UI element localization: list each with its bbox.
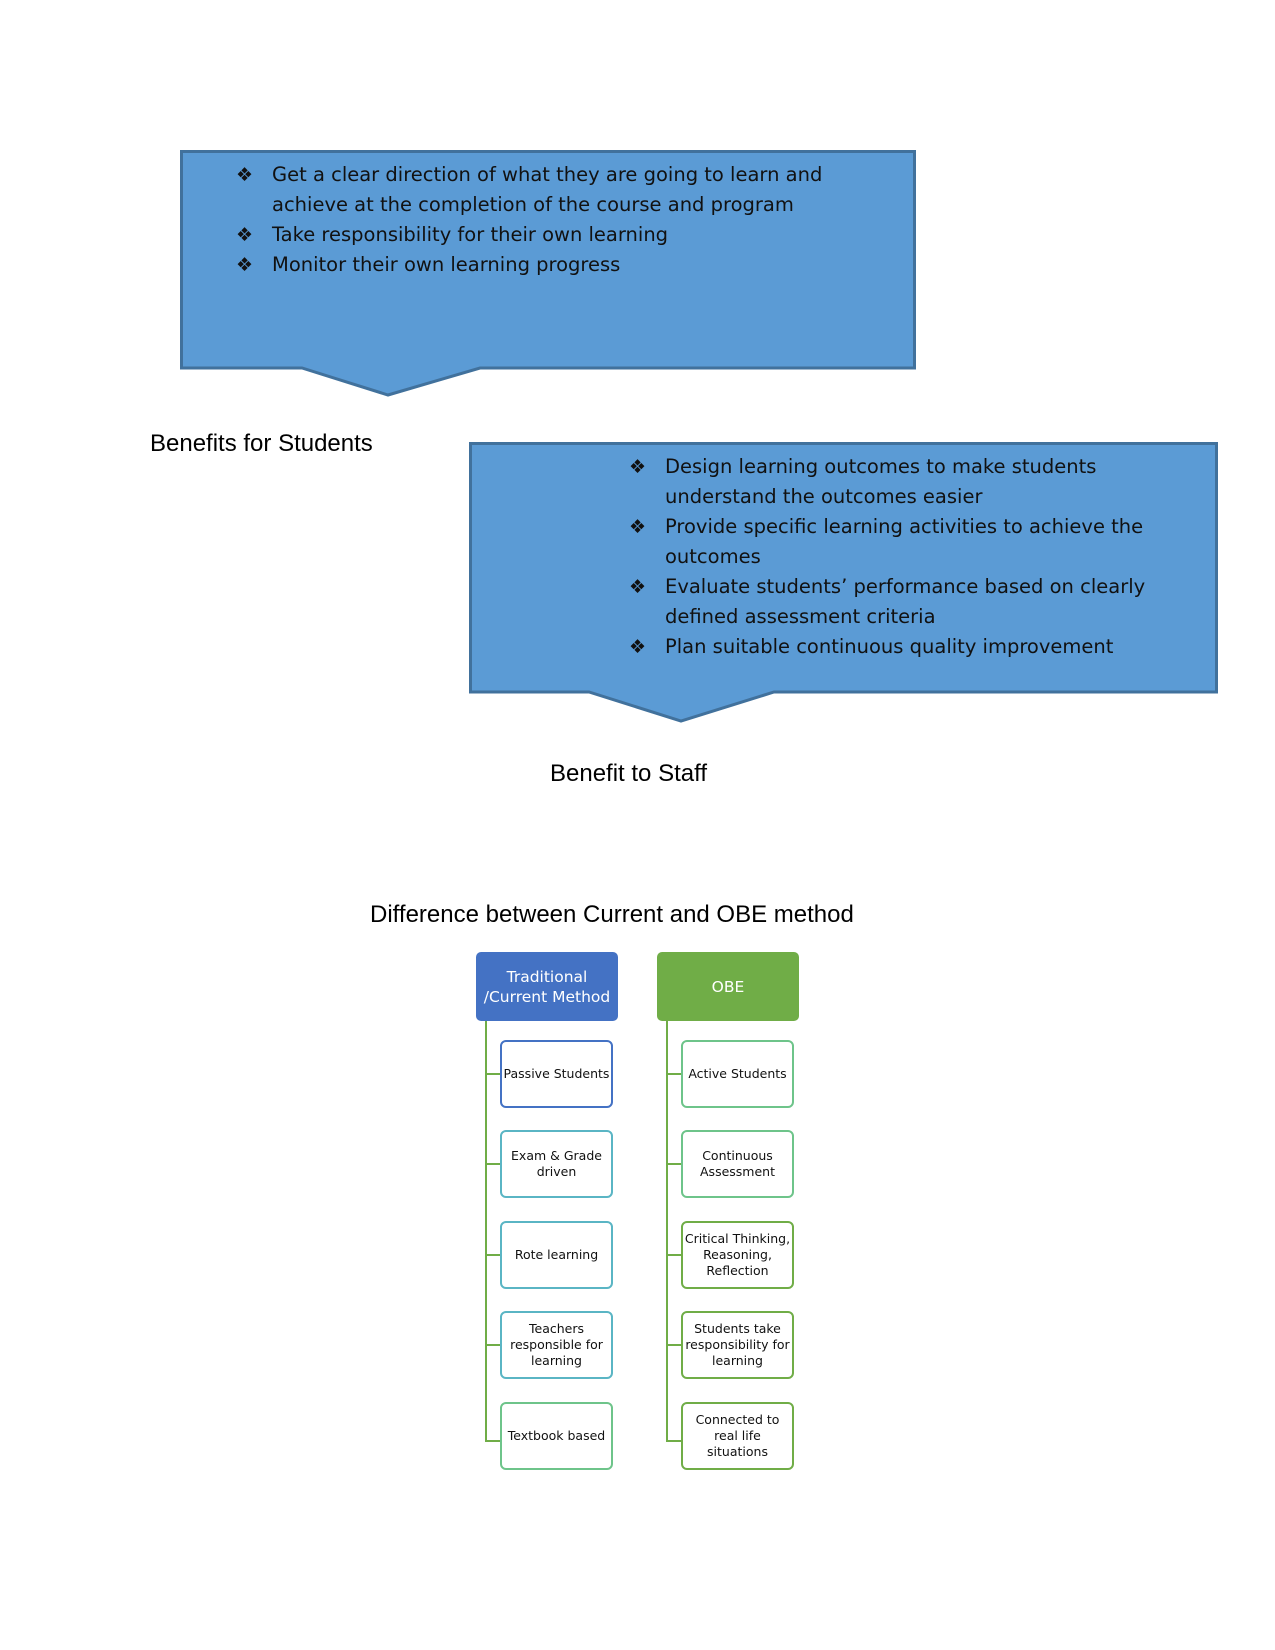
- tree-branch: [666, 1440, 681, 1442]
- obe-item: Critical Thinking, Reasoning, Reflection: [681, 1221, 794, 1289]
- callout-shape: [180, 150, 916, 397]
- list-item: ❖Plan suitable continuous quality improv…: [629, 632, 1199, 662]
- tree-branch: [666, 1073, 681, 1075]
- obe-item: Connected to real life situations: [681, 1402, 794, 1470]
- obe-header: OBE: [657, 952, 799, 1021]
- traditional-method-header: Traditional /Current Method: [476, 952, 618, 1021]
- diamond-bullet-icon: ❖: [236, 224, 254, 246]
- staff-benefits-callout: ❖Design learning outcomes to make studen…: [469, 442, 1218, 727]
- list-item: ❖ Take responsibility for their own lear…: [236, 220, 856, 250]
- obe-item: Students take responsibility for learnin…: [681, 1311, 794, 1379]
- traditional-tree-connector: [485, 1021, 487, 1442]
- list-item: ❖Design learning outcomes to make studen…: [629, 452, 1199, 512]
- list-item: ❖Get a clear direction of what they are …: [236, 160, 856, 220]
- students-benefits-list: ❖Get a clear direction of what they are …: [236, 160, 856, 280]
- obe-item: Active Students: [681, 1040, 794, 1108]
- traditional-item: Teachers responsible for learning: [500, 1311, 613, 1379]
- staff-heading: Benefit to Staff: [550, 760, 707, 787]
- traditional-item: Passive Students: [500, 1040, 613, 1108]
- tree-branch: [485, 1073, 500, 1075]
- comparison-title: Difference between Current and OBE metho…: [370, 901, 854, 928]
- tree-branch: [485, 1254, 500, 1256]
- diamond-bullet-icon: ❖: [629, 516, 647, 538]
- tree-branch: [485, 1344, 500, 1346]
- list-item: ❖Provide specific learning activities to…: [629, 512, 1199, 572]
- tree-branch: [666, 1344, 681, 1346]
- diamond-bullet-icon: ❖: [629, 576, 647, 598]
- diamond-bullet-icon: ❖: [236, 254, 254, 276]
- diamond-bullet-icon: ❖: [629, 456, 647, 478]
- tree-branch: [485, 1163, 500, 1165]
- traditional-item: Exam & Grade driven: [500, 1130, 613, 1198]
- traditional-item: Rote learning: [500, 1221, 613, 1289]
- tree-branch: [666, 1254, 681, 1256]
- diamond-bullet-icon: ❖: [629, 636, 647, 658]
- students-benefits-callout: ❖Get a clear direction of what they are …: [180, 150, 916, 405]
- tree-branch: [485, 1440, 500, 1442]
- obe-item: Continuous Assessment: [681, 1130, 794, 1198]
- callout-shape: [469, 442, 1218, 723]
- students-heading: Benefits for Students: [150, 430, 373, 457]
- staff-benefits-list: ❖Design learning outcomes to make studen…: [629, 452, 1199, 662]
- diamond-bullet-icon: ❖: [236, 164, 254, 186]
- traditional-item: Textbook based: [500, 1402, 613, 1470]
- tree-branch: [666, 1163, 681, 1165]
- list-item: ❖Monitor their own learning progress: [236, 250, 856, 280]
- list-item: ❖Evaluate students’ performance based on…: [629, 572, 1199, 632]
- obe-tree-connector: [666, 1021, 668, 1442]
